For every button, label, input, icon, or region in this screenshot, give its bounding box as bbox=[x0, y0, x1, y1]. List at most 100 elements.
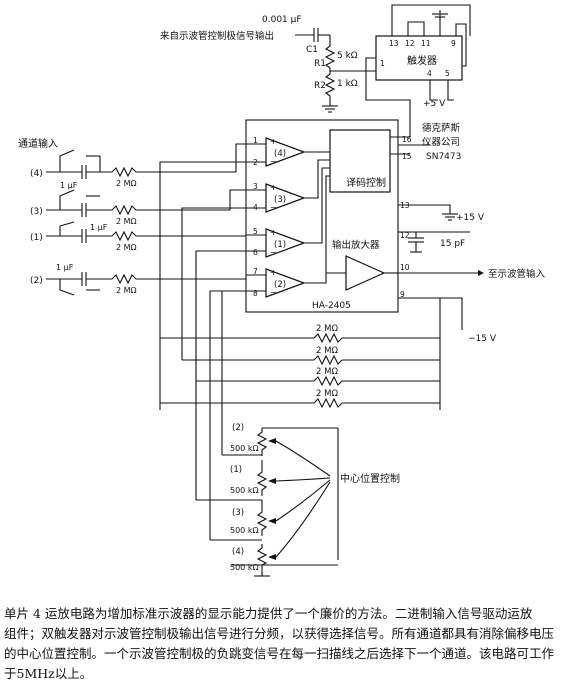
feedback-res-2-label: 2 MΩ bbox=[316, 346, 338, 356]
feedback-res-4-label: 2 MΩ bbox=[316, 389, 338, 399]
flipflop-vcc-label: +5 V bbox=[423, 99, 446, 109]
feedback-resistor-1: 2 MΩ bbox=[160, 324, 440, 344]
maker-line-3: SN7473 bbox=[426, 152, 461, 162]
pot-section: (2) 500 kΩ (1) 500 kΩ (3) 500 kΩ (4) bbox=[196, 423, 400, 577]
source-signal-label: 来自示波管控制极信号输出 bbox=[160, 30, 274, 42]
input-channel-1: (1) 1 μF 2 MΩ bbox=[30, 221, 246, 252]
c1-label: C1 bbox=[306, 45, 318, 55]
channel-2-res: 2 MΩ bbox=[116, 286, 137, 295]
pin-1: 1 bbox=[253, 136, 258, 145]
caption-line-4: 于5MHz以上。 bbox=[4, 666, 93, 681]
ff-pin-9: 9 bbox=[451, 39, 456, 48]
feedback-resistor-2: 2 MΩ bbox=[182, 346, 440, 366]
ic-label: HA-2405 bbox=[312, 301, 351, 311]
channel-input-label: 通道输入 bbox=[18, 137, 58, 150]
caption-line-3: 的中心位置控制。一个示波管控制极的负跳变信号在每一扫描线之后选择下一个通道。该电… bbox=[4, 646, 555, 661]
r1-resistor bbox=[324, 45, 336, 69]
channel-2-label: (2) bbox=[30, 276, 43, 286]
caption-line-1: 单片 4 运放电路为增加标准示波器的显示能力提供了一个廉价的方法。二进制输入信号… bbox=[4, 606, 533, 621]
feedback-resistor-4: 2 MΩ bbox=[160, 389, 440, 409]
svg-text:+: + bbox=[270, 183, 277, 192]
r1-label: R1 bbox=[314, 59, 326, 69]
opamp-1: (1) + − bbox=[265, 167, 330, 258]
figure-caption: 单片 4 运放电路为增加标准示波器的显示能力提供了一个廉价的方法。二进制输入信号… bbox=[4, 604, 560, 684]
pot-4-label: (4) bbox=[232, 547, 244, 557]
svg-text:−: − bbox=[270, 203, 277, 212]
vpos-label: +15 V bbox=[456, 213, 485, 223]
channel-1-cap: 1 μF bbox=[90, 223, 108, 232]
opamp-4: (4) + − bbox=[265, 137, 330, 167]
pot-2-value: 500 kΩ bbox=[230, 444, 259, 453]
pot-3: (3) 500 kΩ bbox=[210, 500, 276, 541]
to-scope-label: 至示波管输入 bbox=[488, 268, 546, 280]
svg-text:+: + bbox=[270, 137, 277, 146]
pot-4: (4) 500 kΩ bbox=[230, 544, 276, 577]
pin-5: 5 bbox=[253, 227, 258, 236]
channel-4-cap: 1 μF bbox=[60, 181, 78, 190]
decoder-label: 译码控制 bbox=[346, 176, 386, 189]
opamp-1-label: (1) bbox=[274, 240, 286, 250]
pin-9: 9 bbox=[400, 290, 405, 299]
channel-3-label: (3) bbox=[30, 207, 43, 217]
pin-12: 12 bbox=[400, 231, 410, 240]
ff-pin-1: 1 bbox=[380, 59, 385, 68]
feedback-resistor-3: 2 MΩ bbox=[196, 367, 440, 387]
feedback-network: 2 MΩ 2 MΩ 2 MΩ 2 MΩ bbox=[159, 161, 441, 540]
maker-line-2: 仪器公司 bbox=[422, 137, 460, 148]
cap-value-label: 0.001 μF bbox=[262, 15, 302, 25]
center-control-label: 中心位置控制 bbox=[340, 472, 400, 485]
input-section: 通道输入 (4) 1 μF 2 MΩ (3) 2 MΩ bbox=[18, 137, 246, 296]
pin-3: 3 bbox=[253, 182, 258, 191]
pin-15: 15 bbox=[402, 152, 412, 161]
ff-pin-11: 11 bbox=[421, 39, 431, 48]
channel-3-res: 2 MΩ bbox=[116, 217, 137, 226]
ff-pin-13: 13 bbox=[389, 39, 399, 48]
svg-text:−: − bbox=[270, 157, 277, 166]
input-channel-3: (3) 2 MΩ bbox=[30, 189, 246, 226]
pot-3-value: 500 kΩ bbox=[230, 526, 259, 535]
pin-8: 8 bbox=[253, 289, 258, 298]
opamp-2: (2) + − bbox=[265, 175, 330, 298]
r2-value: 1 kΩ bbox=[337, 79, 358, 89]
pot-3-label: (3) bbox=[232, 508, 244, 518]
svg-text:+: + bbox=[270, 228, 277, 237]
pot-2: (2) 500 kΩ bbox=[222, 423, 276, 456]
circuit-schematic: 0.001 μF 来自示波管控制极信号输出 C1 R1 5 kΩ R2 1 kΩ… bbox=[18, 4, 546, 577]
output-amp bbox=[345, 255, 386, 291]
flipflop-block bbox=[375, 35, 463, 81]
pin-7: 7 bbox=[253, 267, 258, 276]
opamp-4-label: (4) bbox=[274, 149, 286, 159]
input-channel-2: (2) 1 μF 2 MΩ bbox=[30, 263, 246, 296]
input-channel-4: (4) 1 μF 2 MΩ bbox=[30, 143, 246, 190]
maker-line-1: 德克萨斯 bbox=[422, 122, 461, 134]
pot-2-label: (2) bbox=[232, 423, 244, 433]
channel-2-cap: 1 μF bbox=[56, 263, 74, 272]
ff-pin-12: 12 bbox=[405, 39, 415, 48]
ff-pin-5: 5 bbox=[445, 69, 450, 78]
flipflop-label: 触发器 bbox=[407, 54, 437, 67]
caption-line-2: 组件；双触发器对示波管控制极输出信号进行分频，以获得选择信号。所有通道都具有消除… bbox=[4, 626, 555, 641]
channel-4-label: (4) bbox=[30, 169, 43, 179]
ha2405-package: HA-2405 译码控制 16 15 (4) +− (3) +− (1) +− bbox=[245, 118, 430, 313]
opamp-3-label: (3) bbox=[274, 195, 286, 205]
channel-1-label: (1) bbox=[30, 233, 43, 243]
r1-value: 5 kΩ bbox=[337, 51, 358, 61]
feedback-res-3-label: 2 MΩ bbox=[316, 367, 338, 377]
supply-section: +15 V 15 pF 至示波管输入 −15 V bbox=[398, 204, 546, 344]
svg-text:−: − bbox=[270, 248, 277, 257]
flipflop-section: 0.001 μF 来自示波管控制极信号输出 C1 R1 5 kΩ R2 1 kΩ… bbox=[160, 4, 471, 162]
opamp-2-label: (2) bbox=[274, 280, 286, 290]
feedback-res-1-label: 2 MΩ bbox=[316, 324, 338, 334]
ff-pin-4: 4 bbox=[427, 69, 432, 78]
cap-15pf-label: 15 pF bbox=[440, 239, 465, 249]
vneg-label: −15 V bbox=[468, 334, 497, 344]
opamp-3: (3) + − bbox=[265, 159, 330, 213]
channel-4-res: 2 MΩ bbox=[116, 179, 137, 188]
r2-resistor bbox=[324, 73, 336, 97]
pot-1-label: (1) bbox=[230, 465, 242, 475]
output-amp-label: 输出放大器 bbox=[332, 239, 380, 251]
svg-text:−: − bbox=[270, 288, 277, 297]
pin-16: 16 bbox=[402, 135, 412, 144]
decoder-block bbox=[329, 129, 391, 193]
pot-1: (1) 500 kΩ bbox=[196, 460, 276, 501]
